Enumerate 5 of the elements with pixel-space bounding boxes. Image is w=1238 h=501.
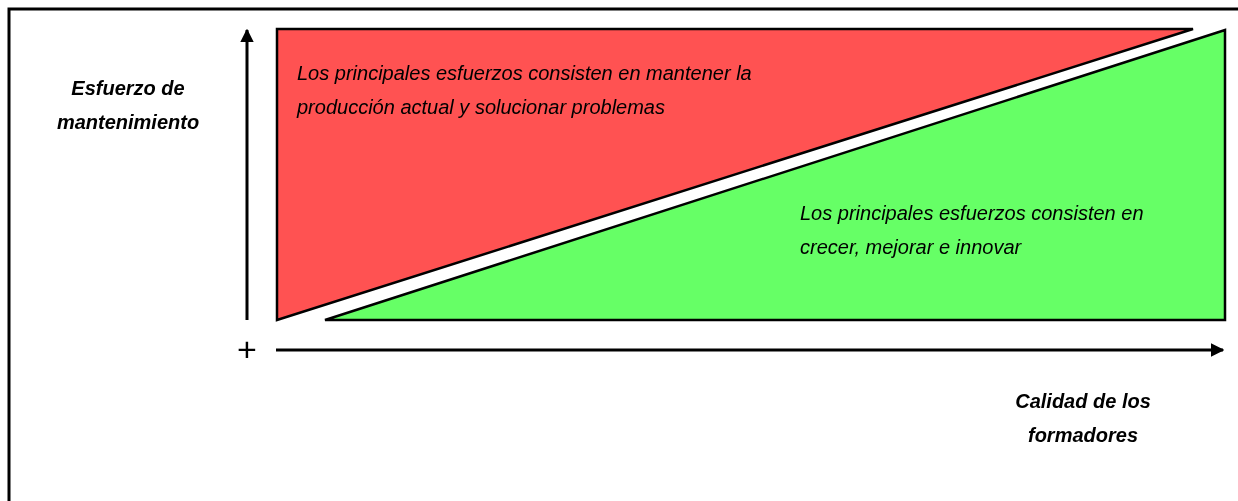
region-description: Los principales esfuerzos consisten en mantener la producción actual y solucionar problemas — [297, 61, 753, 120]
origin-mark: + — [236, 331, 258, 367]
region-description: Los principales esfuerzos consisten en crecer, mejorar e innovar — [800, 201, 1145, 260]
axis-title: Esfuerzo de mantenimiento — [55, 76, 201, 135]
axis-title: Calidad de los formadores — [1014, 389, 1152, 448]
